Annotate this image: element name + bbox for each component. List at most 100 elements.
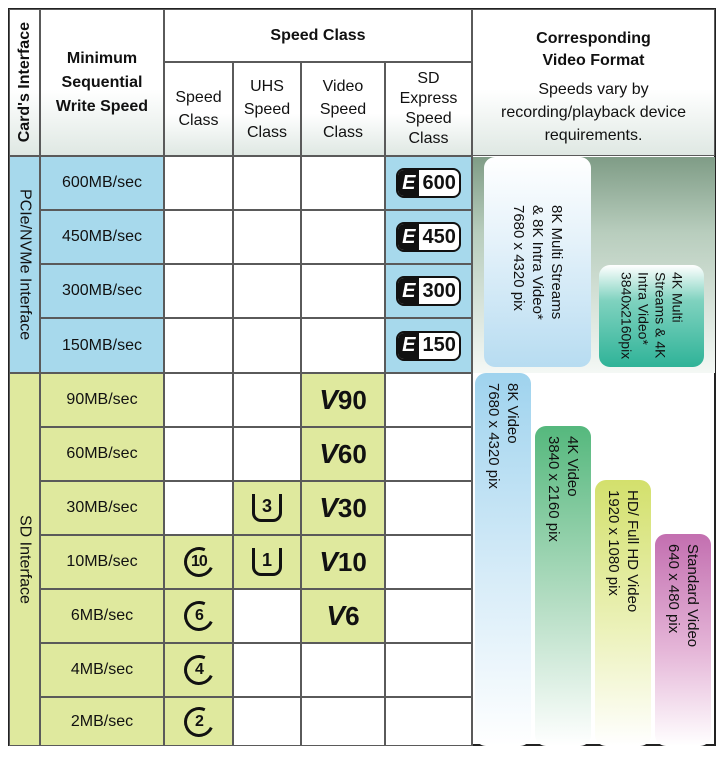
- format-8k-multi-line1: 8K Multi Streams: [548, 204, 565, 319]
- empty-cell: [233, 589, 301, 643]
- video-class-letter: V: [319, 546, 338, 577]
- format-8k-video-line2: 7680 x 4320 pix: [485, 383, 502, 489]
- format-4k-multi-line2: Streams & 4K: [652, 272, 669, 359]
- sd-express-number: 450: [422, 225, 456, 248]
- empty-cell: [164, 481, 233, 535]
- header-min-write-text: Minimum Sequential Write Speed: [55, 49, 149, 115]
- speed-class-number: 4: [194, 661, 203, 678]
- format-8k-video-line1: 8K Video: [504, 383, 521, 444]
- format-standard-video: Standard Video 640 x 480 pix: [655, 534, 711, 746]
- header-video-format: Corresponding Video Format Speeds vary b…: [472, 9, 715, 156]
- uhs-class-number: 3: [261, 496, 272, 516]
- speed-class-icon: 10: [179, 542, 218, 582]
- header-speed-class-text: Speed Class: [175, 89, 222, 129]
- header-video-text: Video Speed Class: [319, 77, 367, 141]
- header-sd-express: SD Express Speed Class: [385, 62, 472, 156]
- empty-cell: [301, 643, 385, 697]
- empty-cell: [385, 589, 472, 643]
- header-interface-text: Card's Interface: [15, 22, 33, 143]
- format-hd-video-line1: HD/ Full HD Video: [624, 490, 641, 613]
- speed-value: 60MB/sec: [66, 445, 138, 462]
- format-4k-multi-line4: 3840x2160pix: [618, 272, 635, 360]
- header-interface: Card's Interface: [9, 9, 40, 156]
- empty-cell: [164, 427, 233, 481]
- class-class-cell: 4: [164, 643, 233, 697]
- interface-sd-text: SD Interface: [16, 515, 34, 604]
- speed-cell: 60MB/sec: [40, 427, 164, 481]
- interface-sd: SD Interface: [9, 373, 40, 746]
- empty-cell: [301, 156, 385, 210]
- header-video-format-text: Corresponding Video Format: [536, 30, 651, 69]
- header-speed-class-group-text: Speed Class: [270, 26, 366, 44]
- header-sd-express-text: SD Express Speed Class: [399, 70, 458, 147]
- empty-cell: [385, 643, 472, 697]
- format-standard-video-line1: Standard Video: [684, 544, 701, 648]
- empty-cell: [233, 264, 301, 318]
- speed-value: 10MB/sec: [66, 553, 138, 570]
- uhs-class-cell: 1: [233, 535, 301, 589]
- empty-cell: [164, 210, 233, 264]
- uhs-class-cell: 3: [233, 481, 301, 535]
- empty-cell: [233, 210, 301, 264]
- speed-cell: 90MB/sec: [40, 373, 164, 427]
- format-8k-multi: 8K Multi Streams & 8K Intra Video* 7680 …: [484, 157, 591, 367]
- video-class-letter: V: [319, 438, 338, 469]
- empty-cell: [233, 373, 301, 427]
- speed-cell: 4MB/sec: [40, 643, 164, 697]
- video-class-letter: V: [319, 384, 338, 415]
- empty-cell: [233, 643, 301, 697]
- format-4k-multi-line1: 4K Multi: [669, 272, 686, 323]
- header-uhs: UHS Speed Class: [233, 62, 301, 156]
- speed-class-number: 6: [194, 607, 203, 624]
- speed-value: 4MB/sec: [70, 661, 134, 678]
- class-class-cell: 2: [164, 697, 233, 746]
- speed-class-icon: 6: [179, 596, 218, 636]
- format-4k-multi-line3: Intra Video*: [635, 272, 652, 346]
- sd-express-letter: E: [398, 278, 420, 304]
- empty-cell: [385, 697, 472, 746]
- empty-cell: [301, 210, 385, 264]
- empty-cell: [233, 427, 301, 481]
- format-8k-multi-line3: 7680 x 4320 pix: [510, 204, 527, 311]
- sd-express-number: 150: [422, 334, 456, 356]
- speed-class-number: 10: [190, 553, 207, 571]
- format-standard-video-line2: 640 x 480 pix: [665, 544, 682, 634]
- speed-cell: 2MB/sec: [40, 697, 164, 746]
- speed-value: 90MB/sec: [66, 391, 138, 408]
- header-video-note: Speeds vary by recording/playback device…: [501, 81, 686, 144]
- empty-cell: [385, 427, 472, 481]
- class-class-cell: 6: [164, 589, 233, 643]
- format-4k-video: 4K Video 3840 x 2160 pix: [535, 426, 591, 746]
- speed-cell: 150MB/sec: [40, 318, 164, 373]
- format-8k-video: 8K Video 7680 x 4320 pix: [475, 373, 531, 746]
- video-class-number: 6: [345, 600, 360, 631]
- header-speed-class-group: Speed Class: [164, 9, 472, 62]
- speed-cell: 10MB/sec: [40, 535, 164, 589]
- uhs-class-number: 1: [261, 550, 272, 570]
- empty-cell: [164, 373, 233, 427]
- speed-value: 150MB/sec: [61, 336, 143, 354]
- speed-cell: 30MB/sec: [40, 481, 164, 535]
- format-4k-multi: 4K Multi Streams & 4K Intra Video* 3840x…: [599, 265, 704, 367]
- header-uhs-text: UHS Speed Class: [243, 77, 291, 141]
- empty-cell: [164, 156, 233, 210]
- sd-express-letter: E: [398, 170, 420, 196]
- format-4k-video-line1: 4K Video: [564, 436, 581, 497]
- sd-express-number: 300: [422, 279, 456, 302]
- header-video: Video Speed Class: [301, 62, 385, 156]
- video-class-number: 30: [337, 492, 367, 523]
- empty-cell: [301, 318, 385, 373]
- speed-class-number: 2: [194, 712, 203, 730]
- uhs-class-icon: 1: [252, 548, 282, 576]
- format-hd-video: HD/ Full HD Video 1920 x 1080 pix: [595, 480, 651, 746]
- uhs-class-icon: 3: [252, 494, 282, 522]
